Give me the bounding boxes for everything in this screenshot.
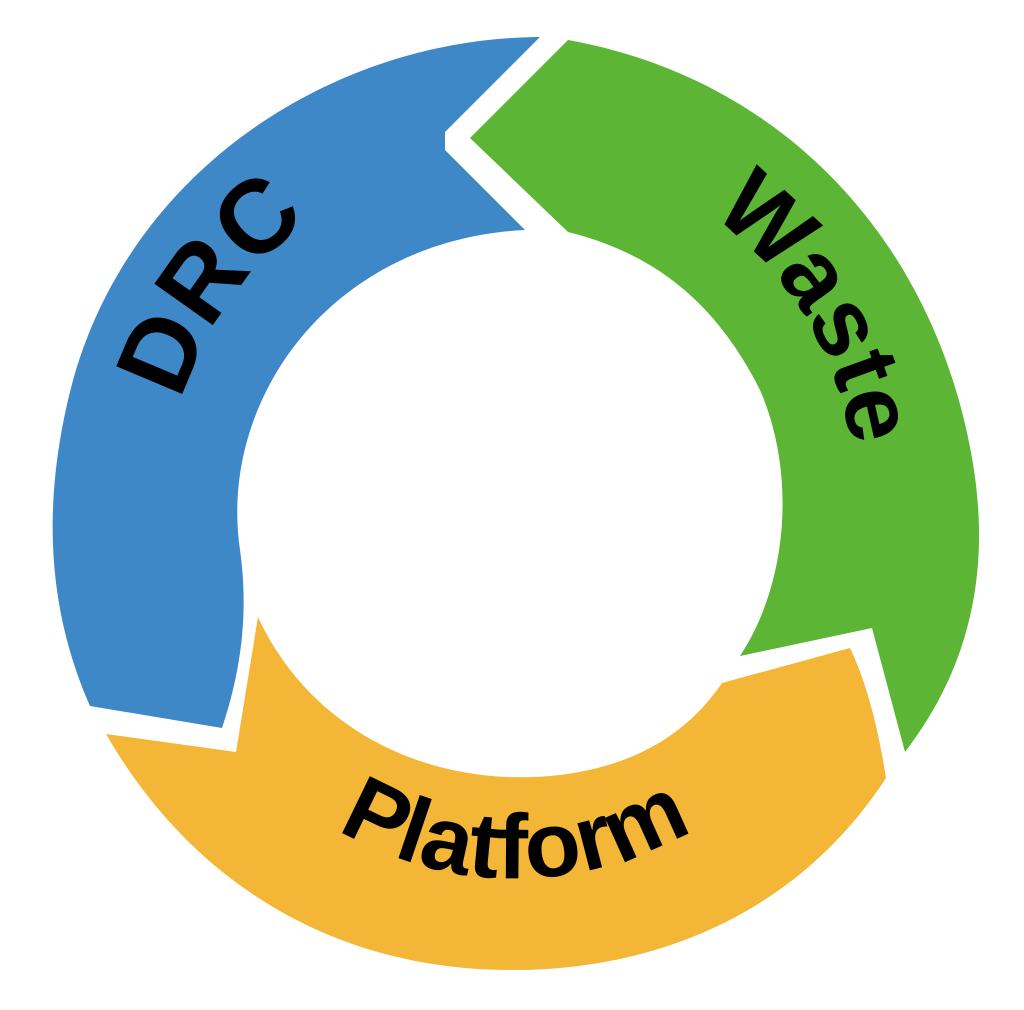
platform-segment — [106, 617, 886, 971]
waste-segment — [470, 40, 980, 752]
drc-segment — [52, 37, 541, 728]
